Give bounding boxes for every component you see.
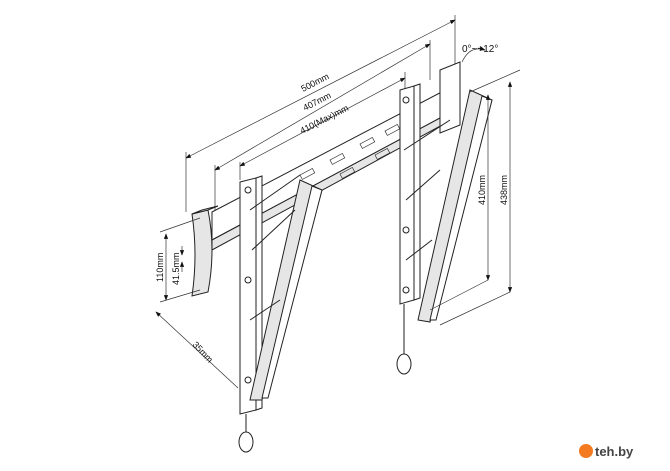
left-release-knob — [238, 431, 254, 453]
teh-by-watermark: teh.by — [579, 444, 634, 459]
dim-tilt: 0°~+12° — [462, 44, 498, 55]
dim-438mm: 438mm — [499, 175, 509, 205]
teh-by-logo-icon — [579, 444, 593, 458]
dim-35mm: 35mm — [191, 340, 215, 365]
wall-rail — [211, 61, 461, 251]
plate-dimension-lines — [155, 217, 239, 389]
height-dimension-lines — [429, 69, 521, 326]
dim-110mm: 110mm — [155, 253, 165, 282]
dim-410mm: 410mm — [477, 175, 487, 205]
svg-text:teh.by: teh.by — [595, 444, 634, 459]
wall-spacer — [191, 205, 219, 297]
tilt-arc-icon — [461, 46, 486, 63]
dim-41-5mm: 41.5mm — [171, 252, 181, 285]
left-tv-bracket — [238, 174, 323, 453]
dim-407mm: 407mm — [301, 90, 332, 113]
right-tv-bracket — [396, 83, 493, 375]
right-release-knob — [396, 353, 412, 375]
width-dimension-lines — [185, 15, 456, 212]
